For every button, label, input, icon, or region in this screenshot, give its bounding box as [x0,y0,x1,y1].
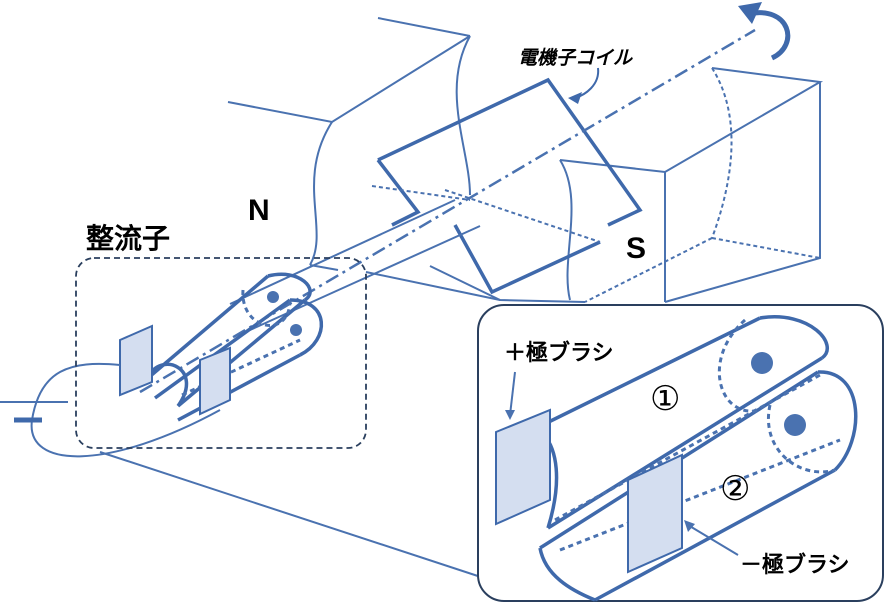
commutator-label: 整流子 [86,223,170,254]
zoom-connector-lines [99,271,501,581]
minus-brush-label: －極ブラシ [740,552,850,577]
segment-1-label: ① [650,380,680,418]
plus-brush-label: ＋極ブラシ [504,340,614,365]
south-magnet [429,67,824,303]
brush-pointers [505,371,739,556]
coil-pointer-arrow-icon [568,67,600,104]
coil-label: 電機子コイル [518,47,633,69]
armature-coil [371,77,643,295]
north-pole-label: N [248,194,270,227]
segment-2-label: ② [720,470,750,508]
rotation-arrow-icon [738,2,791,61]
wires [0,362,221,458]
commutator-highlight-box [75,257,367,449]
zoom-panel [477,304,884,602]
north-magnet [227,17,471,271]
commutator-small [119,272,324,422]
south-pole-label: S [626,232,646,265]
commutator-zoom [495,315,858,602]
